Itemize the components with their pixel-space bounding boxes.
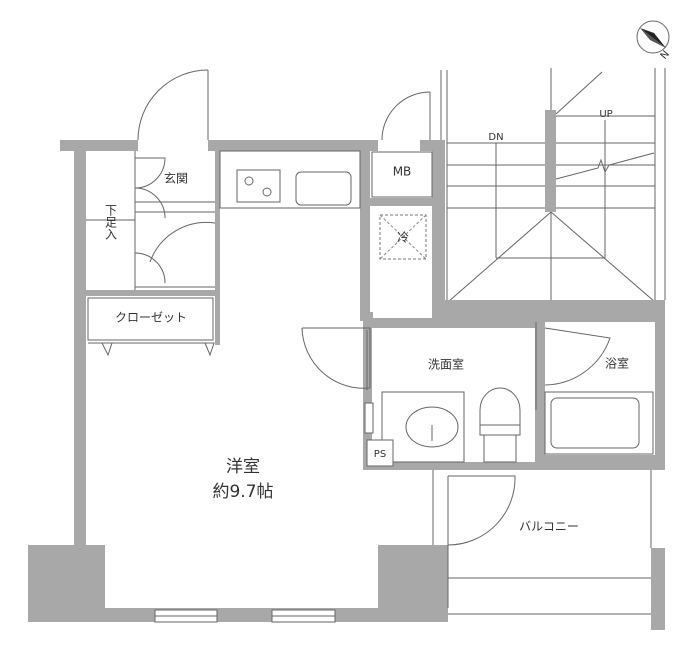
compass-north-label: N [659,49,672,62]
pipe-space-label: PS [374,449,386,460]
vanity [381,391,465,463]
bathroom-label: 浴室 [605,356,629,371]
bathtub-icon [550,397,640,449]
western-room-label: 洋室 [226,457,260,477]
toilet-icon [479,387,521,426]
western-room-size: 約9.7帖 [212,482,273,502]
entrance-label: 玄関 [164,171,188,186]
staircase [440,68,666,303]
stove-icon [236,169,281,203]
entrance-door [137,69,209,141]
washroom-label: 洗面室 [428,357,464,372]
stair-divider-wall [545,110,556,212]
kitchen-counter [219,150,361,209]
fridge-label: 冷 [397,231,409,245]
balcony-label: バルコニー [519,520,579,534]
stairs-down-label: DN [488,132,503,143]
fridge-space [379,214,427,260]
closet-label: クローゼット [115,311,187,325]
mb-door [381,91,431,141]
closet [87,297,214,341]
meter-box-label: MB [393,165,412,179]
stairs-up-label: UP [599,109,612,120]
sink-icon [295,171,352,206]
compass-icon: N [636,20,672,62]
shoe-storage-label: 下足入 [104,204,118,240]
